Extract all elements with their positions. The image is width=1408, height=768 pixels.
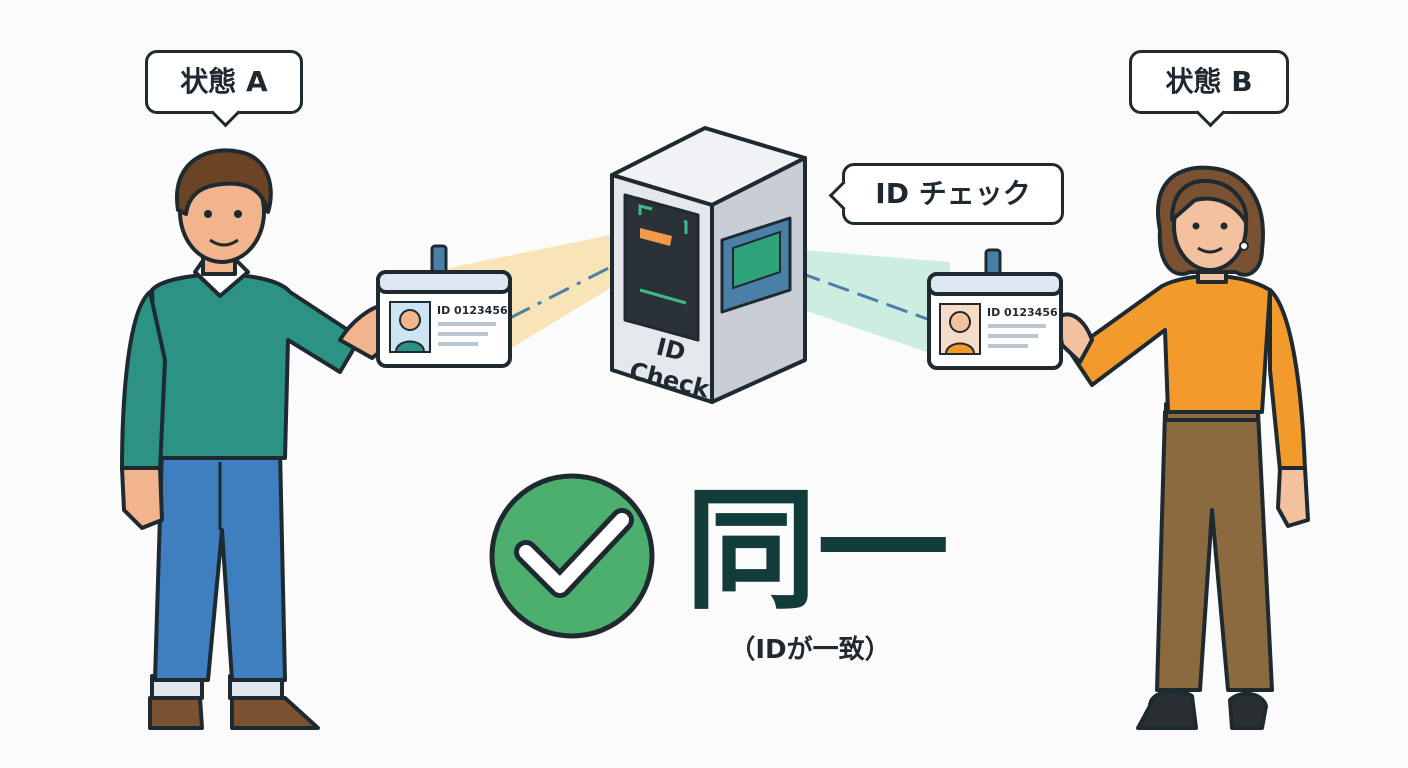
person-b-earring [1239,241,1249,251]
state-b-bubble: 状態 B [1129,50,1289,114]
id-check-machine [610,126,807,404]
person-b-eye-right [1220,222,1228,230]
person-b-smile [1197,246,1223,254]
id-card-a-number: ID 0123456 [437,304,508,317]
id-check-bubble: ID チェック [842,163,1064,225]
machine-screen [623,193,700,342]
state-a-bubble: 状態 A [145,50,303,114]
person-a-eye-right [234,210,242,218]
result-subtitle: （IDが一致） [729,635,891,665]
person-a [120,148,400,730]
scan-line-right [769,260,931,322]
id-card-b [927,248,1063,370]
result-title: 同一 [685,474,949,628]
person-a-smile [209,238,239,247]
person-a-eye-left [204,210,212,218]
checkmark-icon [489,473,655,639]
person-b [1056,165,1310,730]
machine-text-line1: ID [654,333,689,367]
id-card-b-number: ID 0123456 [987,306,1058,319]
id-card-a [376,244,512,368]
person-b-eye-left [1192,222,1200,230]
